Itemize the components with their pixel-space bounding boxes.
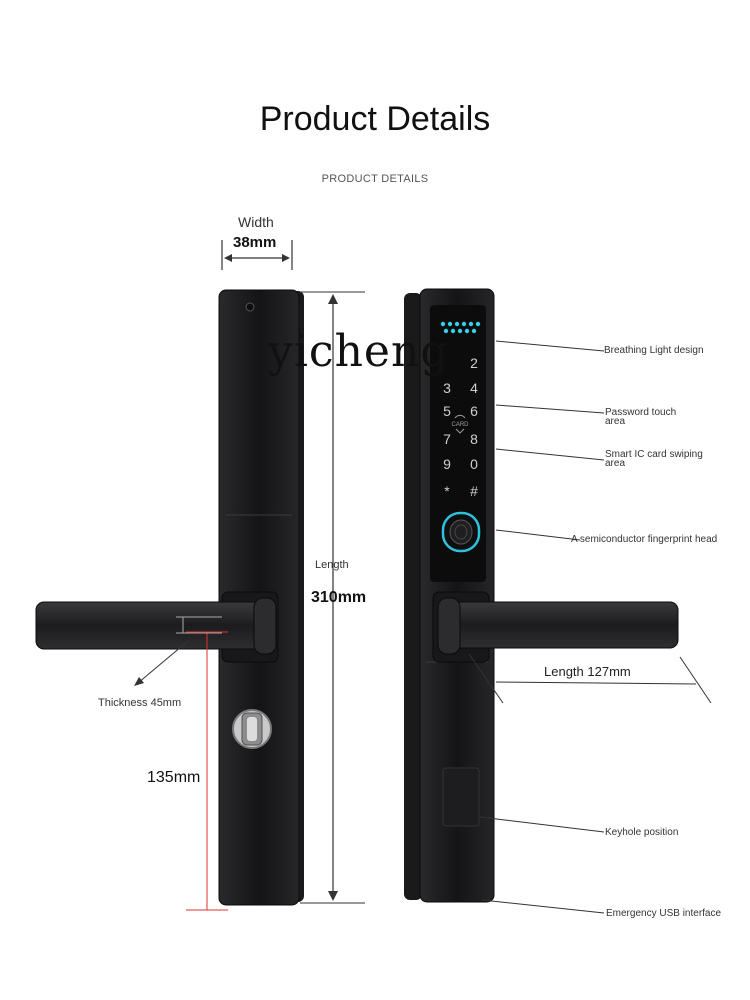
key-hash: #: [470, 483, 478, 499]
length-dimension: [300, 291, 365, 904]
handle-length-label: Length 127mm: [544, 664, 631, 679]
thickness-label: Thickness 45mm: [98, 697, 182, 709]
screw-icon: [245, 302, 255, 312]
width-dimension: [221, 240, 293, 270]
key-6: 6: [470, 403, 478, 419]
ic-card-label: Smart IC card swiping area: [605, 449, 703, 469]
key-5: 5: [443, 403, 451, 419]
key-4: 4: [470, 380, 478, 396]
width-label: Width: [238, 214, 274, 230]
watermark-text: yicheng: [268, 326, 450, 377]
lower-dimension: [186, 631, 228, 911]
thumb-turn-knob: [232, 709, 272, 749]
keyhole-label: Keyhole position: [605, 827, 679, 838]
card-label: CARD: [451, 422, 469, 428]
page-title: Product Details: [259, 100, 491, 138]
rear-handle: [35, 591, 279, 663]
length-label: Length: [315, 559, 349, 571]
front-handle: [432, 591, 679, 663]
password-touch-label: Password touch area: [605, 407, 677, 427]
callout-lines: [479, 340, 605, 914]
keypad: 2 3 4 5 6 7 8 9 0 * # CARD: [443, 355, 478, 499]
page-subtitle: PRODUCT DETAILS: [321, 173, 429, 185]
fingerprint-label: A semiconductor fingerprint head: [571, 534, 718, 545]
breathing-light-label: Breathing Light design: [604, 345, 704, 356]
ic-card-line1: Smart IC card swiping: [605, 449, 703, 460]
keyhole-cover: [442, 767, 480, 827]
breathing-light: [440, 321, 481, 334]
usb-label: Emergency USB interface: [606, 908, 722, 919]
key-8: 8: [470, 431, 478, 447]
key-3: 3: [443, 380, 451, 396]
length-value: 310mm: [311, 589, 367, 606]
password-touch-line2: area: [605, 416, 626, 427]
key-star: *: [444, 483, 450, 499]
password-touch-line1: Password touch: [605, 407, 677, 418]
key-2: 2: [470, 355, 478, 371]
width-value: 38mm: [233, 234, 277, 251]
lower-dimension-value: 135mm: [147, 769, 201, 786]
thickness-marker: [134, 616, 222, 686]
ic-card-line2: area: [605, 458, 626, 469]
key-9: 9: [443, 456, 451, 472]
key-0: 0: [470, 456, 478, 472]
key-7: 7: [443, 431, 451, 447]
fingerprint-icon: [441, 511, 481, 553]
card-icon: [454, 414, 466, 434]
handle-length-dimension: [468, 653, 712, 704]
